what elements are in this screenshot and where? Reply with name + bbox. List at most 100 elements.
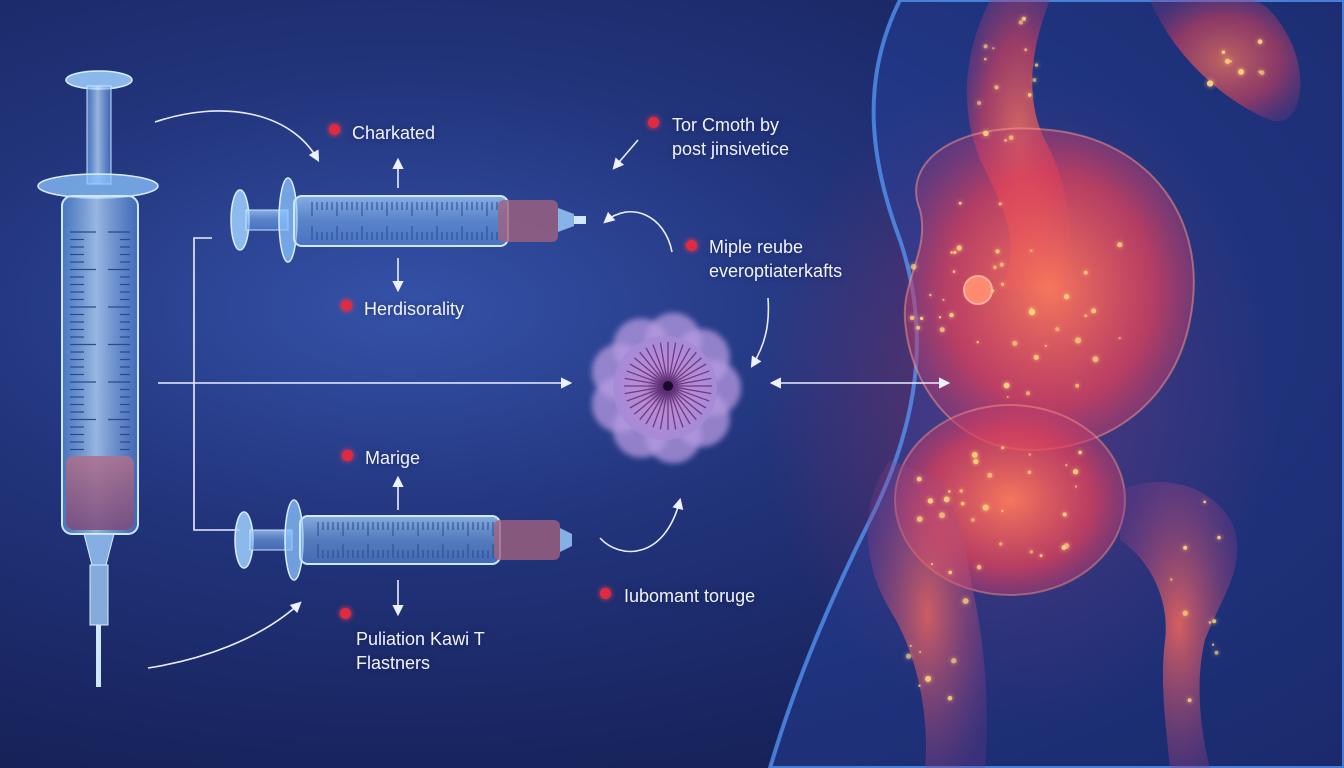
glow-particle	[1238, 69, 1244, 75]
label-marige: Marige	[365, 448, 421, 468]
glow-particle	[1229, 60, 1233, 63]
syringe-scale	[70, 231, 130, 451]
glow-particle	[1004, 139, 1007, 142]
glow-particle	[959, 489, 963, 493]
glow-particle	[916, 516, 923, 522]
glow-particle	[1021, 16, 1027, 21]
glow-particle	[1026, 391, 1030, 396]
glow-particle	[1072, 469, 1079, 475]
glow-particle	[905, 653, 912, 659]
bracket-line	[193, 237, 240, 531]
glow-particle	[1033, 354, 1039, 360]
cell-ray	[639, 385, 669, 421]
cell-ray	[626, 370, 669, 387]
glow-particle	[1078, 450, 1082, 455]
glow-particle	[991, 289, 995, 293]
bottom-syringe-icon	[234, 499, 572, 581]
glow-particle	[983, 44, 988, 49]
cell-ray	[652, 385, 669, 428]
cell-nucleus	[663, 381, 673, 391]
glow-particle	[939, 512, 945, 519]
cell-ray	[667, 377, 712, 387]
cell-ray	[624, 385, 669, 395]
glow-particle	[1001, 446, 1005, 450]
glow-particle	[1029, 550, 1034, 554]
glow-particle	[982, 504, 989, 511]
cell-ray	[633, 357, 669, 387]
glow-particle	[1044, 344, 1047, 347]
pelvis-shape	[903, 127, 1195, 452]
glow-particle	[983, 130, 989, 137]
label-iubomant: Iubomant toruge	[624, 586, 756, 606]
marker-dot	[686, 240, 697, 251]
cell-ray	[667, 351, 697, 387]
syringe-flange	[37, 173, 159, 199]
cell-ray	[667, 342, 677, 387]
cell-ray	[667, 385, 684, 428]
glow-particle	[919, 651, 922, 653]
glow-particle	[1258, 70, 1261, 73]
glow-particle	[971, 518, 975, 522]
glow-particle	[999, 262, 1004, 267]
cell-ray	[659, 385, 669, 430]
glow-particle	[994, 85, 999, 90]
glow-particle	[962, 598, 969, 604]
glow-particle	[1084, 314, 1088, 318]
glow-particle	[1000, 282, 1005, 286]
cell-ray	[639, 351, 669, 387]
glow-particle	[1257, 39, 1263, 44]
cell-ray	[667, 363, 707, 387]
glow-particles	[905, 16, 1265, 703]
cell-ray	[626, 385, 669, 402]
cell-ray	[667, 385, 710, 402]
glow-particle	[1003, 382, 1010, 389]
bottom-barrel	[299, 515, 501, 565]
glow-particle	[1027, 93, 1032, 97]
label-charkated: Charkated	[352, 123, 436, 143]
curve-arrow-top-right	[603, 211, 673, 253]
glow-particle	[1029, 249, 1033, 253]
cell-ray	[652, 344, 669, 387]
top-fluid	[498, 200, 558, 242]
glow-particle	[942, 298, 945, 301]
cell-ray	[667, 347, 691, 387]
label-herdisorality: Herdisorality	[364, 299, 465, 319]
cell-ray	[633, 385, 669, 415]
glow-particle	[949, 312, 954, 318]
femur-shape	[1120, 482, 1238, 768]
cell-ray	[667, 344, 684, 387]
cell-ray	[667, 370, 710, 387]
bottom-syringe-scale	[317, 522, 494, 558]
glow-particle	[995, 249, 1000, 254]
glow-particle	[1028, 453, 1032, 456]
glow-particle	[947, 695, 953, 701]
glow-particle	[948, 570, 952, 575]
glow-particle	[919, 316, 924, 321]
glow-particle	[1092, 356, 1099, 363]
glow-particle	[977, 101, 982, 105]
glow-particle	[1221, 50, 1226, 54]
top-syringe-icon	[230, 177, 586, 263]
glow-particle	[950, 251, 953, 254]
glow-particle	[916, 325, 921, 330]
cell-ray	[629, 363, 669, 387]
cell-ray	[667, 385, 707, 409]
glow-particle	[1170, 578, 1173, 581]
glow-particle	[1006, 396, 1009, 398]
glow-particle	[952, 270, 956, 273]
glow-particle	[930, 563, 934, 566]
curve-arrow-bottom-right	[599, 497, 684, 553]
glow-particle	[1034, 63, 1039, 67]
glow-particle	[976, 564, 982, 570]
glow-particle	[1074, 485, 1077, 488]
top-needle	[574, 216, 586, 224]
glow-particle	[925, 675, 932, 682]
cell-ray	[645, 347, 669, 387]
glow-particle	[973, 458, 979, 465]
glow-particle	[971, 451, 978, 458]
glow-particle	[1212, 619, 1217, 624]
cell-ray	[629, 385, 669, 409]
label-tor-line1: Tor Cmoth by	[672, 115, 780, 135]
connector-lines	[147, 110, 951, 669]
